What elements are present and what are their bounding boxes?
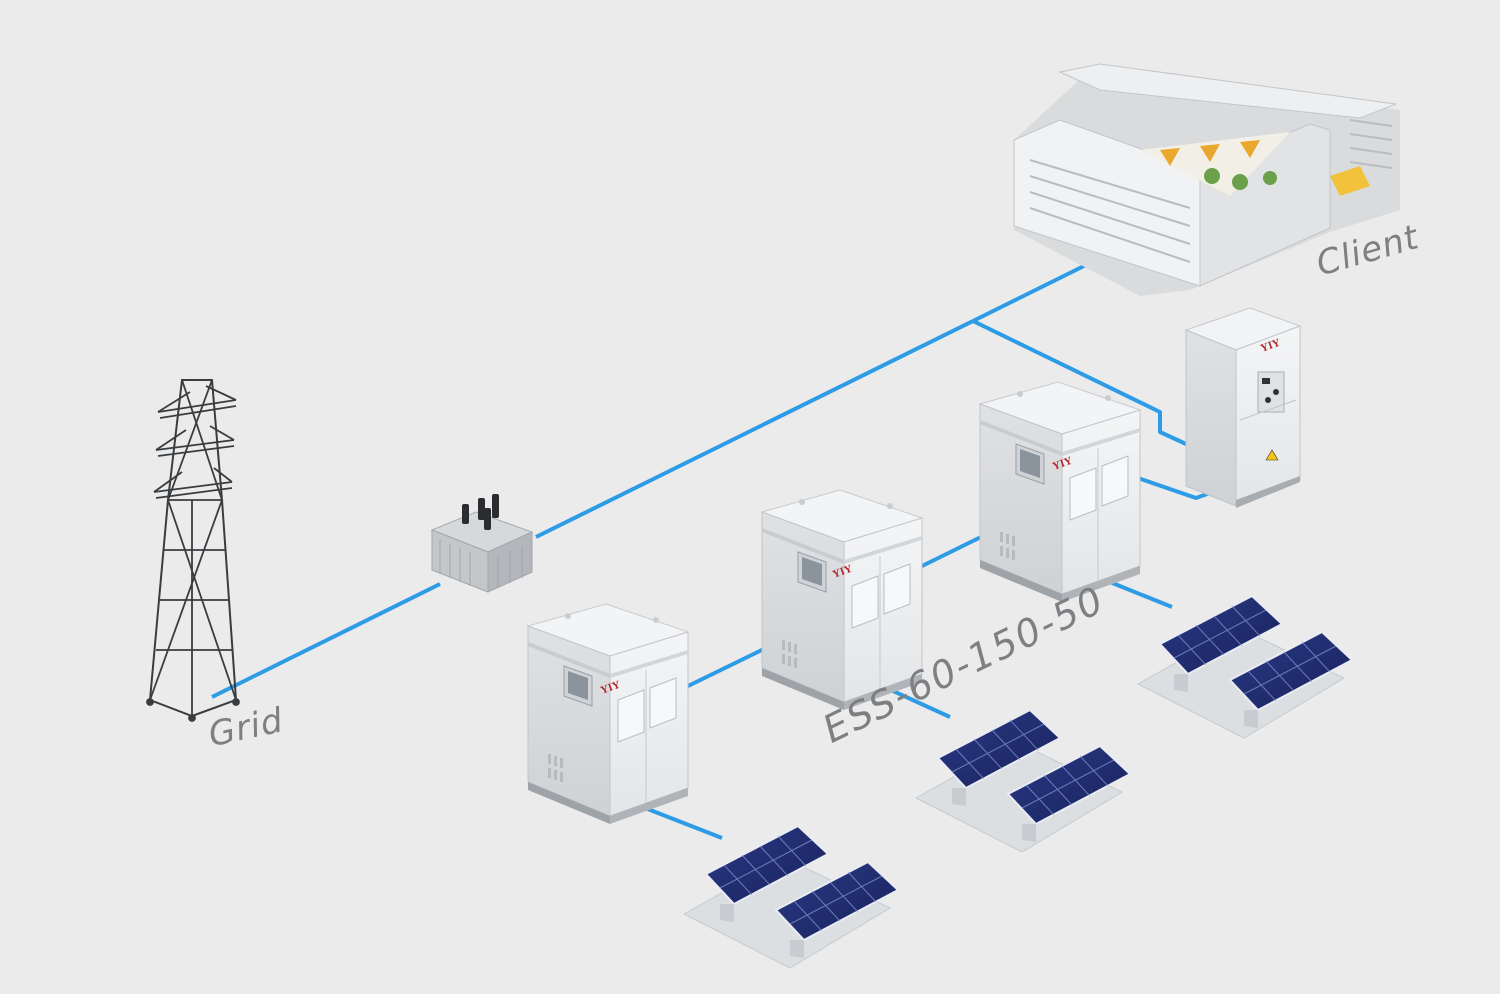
line-ess1-to-pv1: [639, 804, 723, 840]
line-ess3-to-switchgear: [1137, 476, 1211, 500]
building-icon: [1013, 63, 1400, 296]
switchgear-cabinet-icon: [1184, 307, 1302, 508]
line-ess2-to-ess3: [917, 533, 986, 570]
line-grid-to-transformer: [211, 582, 441, 699]
solar-panel-icon: [915, 709, 1131, 853]
battery-cabinet-ess-1: [527, 603, 689, 825]
transmission-tower-icon: [146, 379, 240, 722]
battery-cabinet-ess-3: [979, 381, 1141, 603]
transformer-icon: [430, 494, 534, 593]
line-bus-to-switchgear: [972, 319, 1187, 446]
solar-panel-icon: [1137, 595, 1353, 739]
solar-panel-icon: [683, 825, 899, 969]
connection-lines: [211, 260, 1211, 840]
line-ess1-to-ess2: [685, 646, 767, 689]
